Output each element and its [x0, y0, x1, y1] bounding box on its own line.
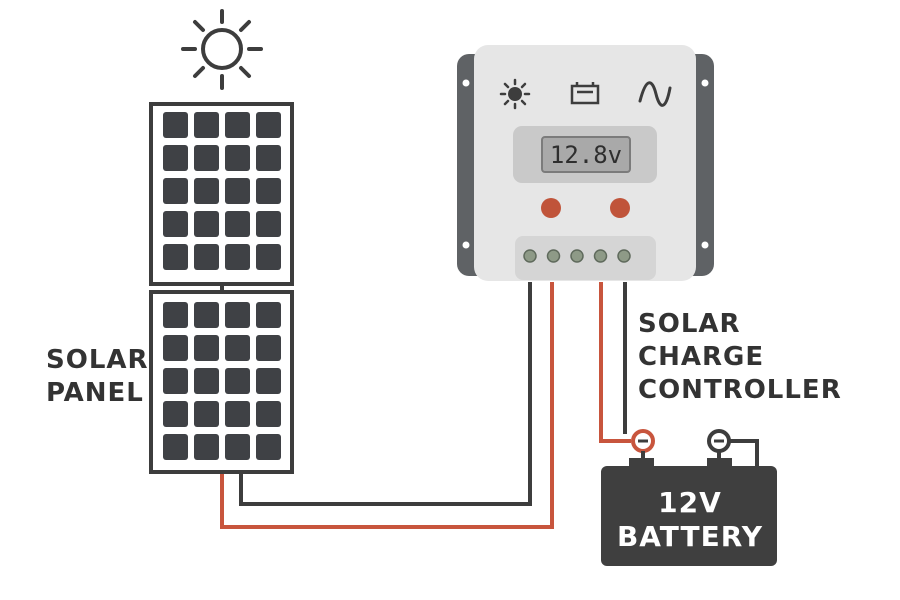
panel-cell — [256, 145, 281, 171]
panel-cell — [225, 302, 250, 328]
sine-wave-icon — [638, 81, 672, 107]
panel-cells-bottom — [163, 302, 281, 460]
panel-cell — [194, 368, 219, 394]
panel-cell — [163, 368, 188, 394]
terminal-led — [593, 249, 608, 263]
wire-battery-load — [730, 439, 759, 466]
battery — [601, 429, 777, 566]
panel-cell — [256, 178, 281, 204]
terminal-leds — [523, 249, 631, 263]
mount-hole — [701, 241, 709, 249]
panel-cell — [225, 244, 250, 270]
panel-cell — [225, 434, 250, 460]
battery-label: 12V BATTERY — [600, 486, 780, 554]
panel-cell — [256, 434, 281, 460]
terminal-led — [617, 249, 631, 263]
label-line: CHARGE — [638, 342, 765, 372]
lcd-screen — [541, 136, 631, 173]
panel-cell — [256, 211, 281, 237]
label-line: SOLAR — [638, 309, 741, 339]
panel-cell — [194, 434, 219, 460]
label-line: BATTERY — [616, 520, 764, 553]
panel-cell — [163, 178, 188, 204]
sun-icon — [499, 78, 531, 110]
panel-cell — [194, 178, 219, 204]
solar-panel-label: SOLAR PANEL — [46, 344, 149, 410]
charge-controller-label: SOLAR CHARGE CONTROLLER — [638, 308, 842, 407]
adjust-knob-right[interactable] — [610, 198, 630, 218]
panel-cell — [163, 145, 188, 171]
controller-voltage-readout: 12.8v — [549, 141, 623, 169]
mount-hole — [462, 241, 470, 249]
panel-cell — [194, 211, 219, 237]
panel-cell — [256, 335, 281, 361]
battery-icon — [570, 82, 600, 105]
panel-cell — [163, 335, 188, 361]
wire-battery-positive — [599, 282, 631, 443]
solar-panel — [149, 102, 294, 474]
panel-cell — [163, 112, 188, 138]
panel-cell — [256, 368, 281, 394]
battery-post-positive — [707, 458, 732, 468]
panel-cell — [256, 401, 281, 427]
panel-cell — [194, 335, 219, 361]
panel-cell — [163, 302, 188, 328]
panel-cell — [256, 112, 281, 138]
terminal-led — [546, 249, 561, 263]
panel-cell — [194, 302, 219, 328]
terminal-led — [570, 249, 584, 263]
label-line: PANEL — [46, 378, 144, 408]
panel-cell — [163, 244, 188, 270]
panel-cell — [256, 302, 281, 328]
panel-cell — [194, 145, 219, 171]
wires — [220, 282, 759, 529]
panel-cell — [163, 211, 188, 237]
label-line: CONTROLLER — [638, 375, 842, 405]
panel-cell — [225, 112, 250, 138]
panel-cell — [194, 112, 219, 138]
panel-cell — [225, 145, 250, 171]
label-line: 12V — [658, 486, 722, 519]
panel-cell — [225, 211, 250, 237]
terminal-strip — [515, 236, 656, 280]
sun-icon — [181, 9, 263, 90]
battery-body — [601, 466, 777, 566]
wire-panel-negative — [239, 282, 532, 506]
panel-cell — [194, 401, 219, 427]
panel-cell — [256, 244, 281, 270]
battery-post-negative — [629, 458, 654, 468]
mount-hole — [701, 79, 709, 87]
terminal-led — [523, 249, 537, 263]
panel-cell — [194, 244, 219, 270]
charge-controller — [457, 45, 714, 281]
panel-cell — [225, 368, 250, 394]
mount-hole — [462, 79, 470, 87]
panel-cell — [225, 335, 250, 361]
panel-cell — [163, 401, 188, 427]
panel-cells-top — [163, 112, 281, 270]
panel-cell — [225, 178, 250, 204]
wire-panel-positive — [220, 282, 554, 529]
label-line: SOLAR — [46, 345, 149, 375]
adjust-knob-left[interactable] — [541, 198, 561, 218]
panel-cell — [225, 401, 250, 427]
panel-cell — [163, 434, 188, 460]
